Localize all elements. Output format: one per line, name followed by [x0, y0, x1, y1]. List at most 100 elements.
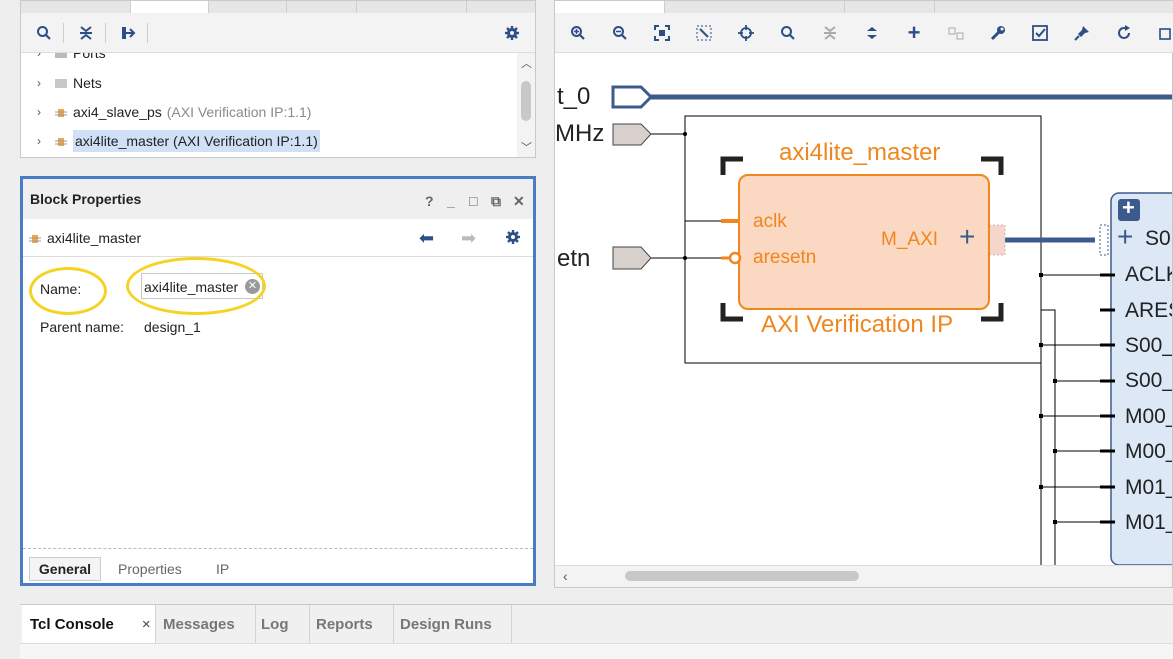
ic-pin-label: M00_: [1125, 405, 1172, 428]
block-diagram-panel: +: [554, 0, 1173, 588]
diagram-tab[interactable]: [665, 1, 845, 13]
hierarchy-tab-strip: [21, 1, 535, 13]
scrollbar-thumb[interactable]: [625, 571, 859, 581]
port-label: etn: [557, 245, 591, 272]
annotation-highlight: [126, 257, 266, 315]
search-icon[interactable]: [31, 21, 57, 45]
hierarchy-toolbar: [21, 13, 535, 53]
hierarchy-tab-3[interactable]: [209, 1, 287, 13]
hierarchy-panel: › Ports › Nets › axi4_slave_ps (AXI Veri…: [20, 0, 536, 158]
zoom-area-icon[interactable]: [691, 21, 717, 45]
tree-row-axi4lite-master[interactable]: › axi4lite_master (AXI Verification IP:1…: [21, 128, 517, 154]
search-icon[interactable]: [775, 21, 801, 45]
hierarchy-tab-5[interactable]: [357, 1, 467, 13]
validate-design-icon[interactable]: [1027, 21, 1053, 45]
collapse-all-icon[interactable]: [73, 21, 99, 45]
tab-properties[interactable]: Properties: [118, 561, 182, 577]
diagram-tab-active[interactable]: [555, 1, 665, 13]
scroll-up-icon[interactable]: ︿: [521, 58, 532, 70]
chevron-right-icon[interactable]: ›: [37, 76, 41, 90]
ip-block-icon: [55, 135, 67, 147]
pin-aclk[interactable]: aclk: [753, 211, 787, 232]
folder-icon: [55, 53, 67, 58]
back-arrow-icon[interactable]: ⬅: [419, 228, 435, 248]
ic-pin-label: S00_: [1125, 369, 1172, 392]
refresh-icon[interactable]: [1111, 21, 1137, 45]
zoom-in-icon[interactable]: [565, 21, 591, 45]
tab-log[interactable]: Log: [256, 605, 310, 643]
tree-item-label: Nets: [73, 75, 102, 91]
pin-icon[interactable]: [1069, 21, 1095, 45]
diagram-tab[interactable]: [845, 1, 935, 13]
parent-name-value: design_1: [144, 319, 201, 335]
tree-row-axi4-slave-ps[interactable]: › axi4_slave_ps (AXI Verification IP:1.1…: [21, 99, 517, 125]
diagram-toolbar: +: [555, 13, 1173, 53]
hierarchy-tab-4[interactable]: [287, 1, 357, 13]
tab-reports[interactable]: Reports: [310, 605, 394, 643]
block-subtitle: AXI Verification IP: [761, 311, 954, 338]
chevron-right-icon[interactable]: ›: [37, 134, 41, 148]
tab-design-runs[interactable]: Design Runs: [394, 605, 512, 643]
help-icon[interactable]: ?: [425, 193, 434, 209]
float-icon[interactable]: ⧉: [491, 193, 501, 209]
ic-pin-label: M00_: [1125, 440, 1172, 463]
block-properties-header: Block Properties ? _ □ ⧉ ✕: [23, 179, 533, 219]
make-connection-icon[interactable]: [943, 21, 969, 45]
tree-item-label: Ports: [73, 53, 106, 61]
tab-general[interactable]: General: [29, 557, 101, 581]
tree-row-ports[interactable]: › Ports: [21, 53, 517, 66]
scrollbar-thumb[interactable]: [521, 81, 531, 121]
diagram-canvas[interactable]: t_0 MHz etn axi4lite_master AXI Verifica…: [555, 53, 1172, 565]
hierarchy-tree: › Ports › Nets › axi4_slave_ps (AXI Veri…: [21, 53, 517, 157]
hierarchy-tab-1[interactable]: [21, 1, 131, 13]
panel-title: Block Properties: [30, 191, 142, 207]
tree-item-label-selected: axi4lite_master (AXI Verification IP:1.1…: [73, 130, 320, 152]
block-title[interactable]: axi4lite_master: [779, 139, 941, 166]
tree-row-nets[interactable]: › Nets: [21, 70, 517, 96]
copy-icon[interactable]: [1153, 21, 1173, 45]
interconnect-expand-icon[interactable]: +: [1122, 195, 1135, 220]
forward-arrow-icon[interactable]: ➡: [461, 228, 477, 248]
expand-interface-icon[interactable]: +: [959, 221, 976, 252]
block-properties-object-bar: axi4lite_master ⬅ ➡: [23, 219, 533, 257]
console-panel: Tcl Console × Messages Log Reports Desig…: [20, 604, 1173, 659]
hierarchy-tab-2[interactable]: [131, 1, 209, 13]
zoom-out-icon[interactable]: [607, 21, 633, 45]
expand-hierarchy-icon[interactable]: [115, 21, 141, 45]
add-ip-icon[interactable]: +: [907, 20, 921, 45]
object-name: axi4lite_master: [47, 229, 142, 246]
chevron-right-icon[interactable]: ›: [37, 53, 41, 60]
ip-block-icon: [29, 232, 41, 244]
interface-plus-icon[interactable]: +: [1117, 221, 1134, 252]
ip-block-icon: [55, 106, 67, 118]
close-icon[interactable]: ✕: [513, 193, 525, 209]
crosshair-icon[interactable]: [733, 21, 759, 45]
settings-gear-icon[interactable]: [505, 229, 521, 248]
expand-all-icon[interactable]: [859, 21, 885, 45]
diagram-tab-strip: [555, 1, 1173, 13]
settings-gear-icon[interactable]: [499, 21, 525, 45]
scroll-down-icon[interactable]: ﹀: [521, 142, 532, 154]
ic-pin-label: S0: [1145, 227, 1171, 250]
pin-m-axi[interactable]: M_AXI: [881, 229, 939, 250]
zoom-fit-icon[interactable]: [649, 21, 675, 45]
tab-label: Tcl Console: [30, 615, 114, 633]
chevron-right-icon[interactable]: ›: [37, 105, 41, 119]
tree-item-detail: (AXI Verification IP:1.1): [166, 104, 312, 120]
pin-aresetn[interactable]: aresetn: [753, 247, 817, 268]
diagram-scrollbar[interactable]: ‹: [555, 565, 1172, 587]
wrench-icon[interactable]: [985, 21, 1011, 45]
maximize-icon[interactable]: □: [469, 193, 478, 209]
scroll-left-icon[interactable]: ‹: [563, 568, 568, 584]
tab-ip[interactable]: IP: [216, 561, 230, 577]
folder-icon: [55, 78, 67, 88]
hierarchy-scrollbar[interactable]: ︿ ﹀: [517, 53, 535, 157]
minimize-icon[interactable]: _: [447, 193, 455, 209]
ic-pin-label: ACLK: [1125, 263, 1172, 286]
collapse-all-icon[interactable]: [817, 21, 843, 45]
console-toolbar: [20, 643, 1173, 659]
tab-messages[interactable]: Messages: [156, 605, 256, 643]
tab-tcl-console[interactable]: Tcl Console ×: [22, 605, 156, 643]
close-icon[interactable]: ×: [141, 615, 151, 633]
